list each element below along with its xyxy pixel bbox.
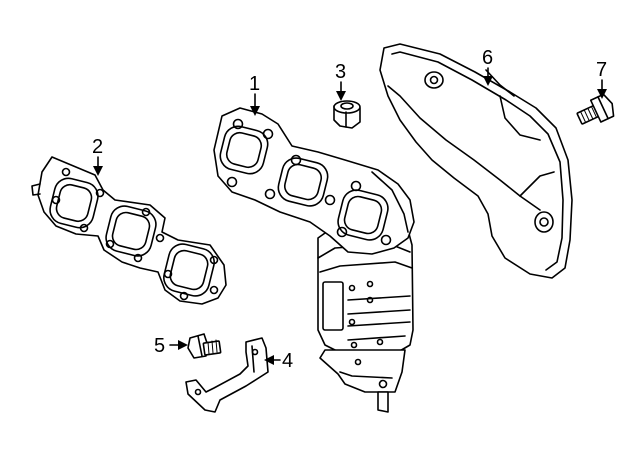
heat-shield bbox=[379, 43, 573, 279]
callout-2-label: 2 bbox=[92, 136, 103, 158]
callout-3-label: 3 bbox=[335, 61, 346, 83]
flange-nut bbox=[333, 100, 361, 129]
callout-3: 3 bbox=[335, 61, 346, 101]
callout-7: 7 bbox=[596, 59, 607, 99]
callout-7-label: 7 bbox=[596, 59, 607, 81]
callout-4-label: 4 bbox=[282, 350, 293, 372]
callout-4: 4 bbox=[264, 350, 293, 372]
bracket-bolt bbox=[187, 333, 222, 359]
exhaust-manifold-gasket bbox=[31, 156, 227, 305]
support-bracket bbox=[185, 337, 269, 413]
callout-1: 1 bbox=[249, 73, 260, 116]
callout-5: 5 bbox=[154, 335, 188, 357]
callout-2: 2 bbox=[92, 136, 103, 176]
heat-shield-bolt bbox=[576, 93, 615, 125]
callout-6-label: 6 bbox=[482, 47, 493, 69]
callout-6: 6 bbox=[482, 47, 493, 86]
callout-1-label: 1 bbox=[249, 73, 260, 95]
manifold-catalytic-converter bbox=[213, 107, 415, 413]
callout-5-label: 5 bbox=[154, 335, 165, 357]
